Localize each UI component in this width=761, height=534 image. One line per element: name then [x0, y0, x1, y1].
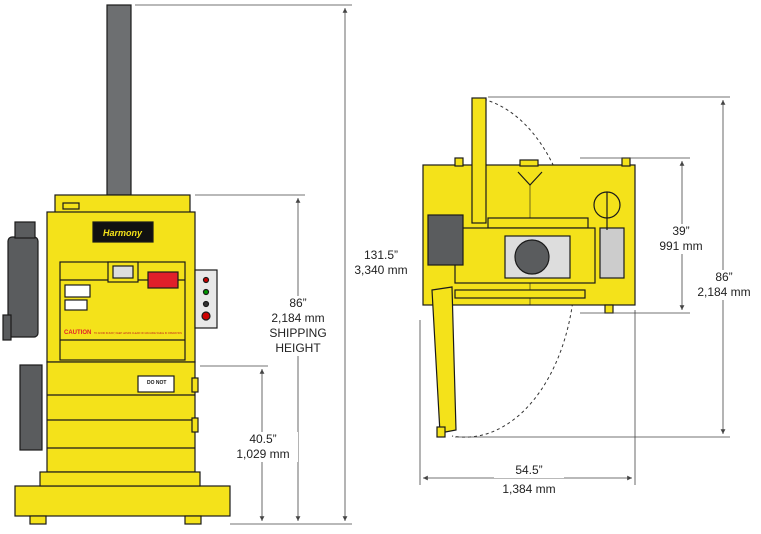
stop-button [201, 311, 211, 321]
hydraulic-motor [7, 236, 39, 338]
brand-logo: Harmony [103, 228, 143, 238]
door-height-mm: 1,029 mm [236, 447, 290, 461]
ram-arm [471, 97, 487, 224]
shipping-height-mm: 2,184 mm [271, 311, 325, 325]
overall-height-label: 131.5” 3,340 mm [350, 248, 412, 278]
top-depth-label: 39” 991 mm [650, 224, 712, 254]
ram-cylinder [514, 239, 550, 275]
overall-height-inches: 131.5” [363, 248, 399, 262]
shipping-height-line2: HEIGHT [275, 341, 321, 355]
top-depth-mm: 991 mm [659, 239, 703, 253]
top-width-label: 54.5” 1,384 mm [494, 463, 564, 497]
info-label-1 [64, 284, 91, 298]
brand-logo-plate [92, 221, 154, 243]
caution-text: TO AVOID INJURY, KEEP HANDS CLEAR OF MAC… [94, 331, 182, 335]
base-skid [14, 485, 231, 517]
top-swing-inches: 86” [715, 270, 733, 284]
caution-word: CAUTION [64, 330, 91, 336]
top-depth-inches: 39” [672, 224, 690, 238]
top-width-inches: 54.5” [494, 463, 564, 478]
shipping-height-label: 86” 2,184 mm SHIPPING HEIGHT [268, 296, 328, 356]
top-view [422, 97, 636, 438]
control-panel [194, 269, 218, 329]
door-height-label: 40.5” 1,029 mm [228, 432, 298, 462]
front-view [2, 4, 231, 525]
top-swing-mm: 2,184 mm [697, 285, 751, 299]
door-height-inches: 40.5” [249, 432, 277, 446]
do-not-label [137, 375, 175, 393]
open-door [431, 286, 457, 434]
oil-tank [19, 364, 43, 451]
exhaust-stack [106, 4, 132, 196]
overall-height-mm: 3,340 mm [354, 263, 408, 277]
top-motor-block [427, 214, 464, 266]
top-width-mm: 1,384 mm [502, 482, 556, 496]
do-not-text: DO NOT [147, 380, 166, 386]
warning-label [147, 271, 179, 289]
shipping-height-line1: SHIPPING [269, 326, 327, 340]
side-cylinder [599, 227, 625, 279]
top-swing-label: 86” 2,184 mm [690, 270, 758, 300]
shipping-height-inches: 86” [289, 296, 307, 310]
front-dimension-lines [135, 4, 352, 525]
top-cap [54, 194, 191, 214]
info-label-2 [64, 299, 88, 311]
